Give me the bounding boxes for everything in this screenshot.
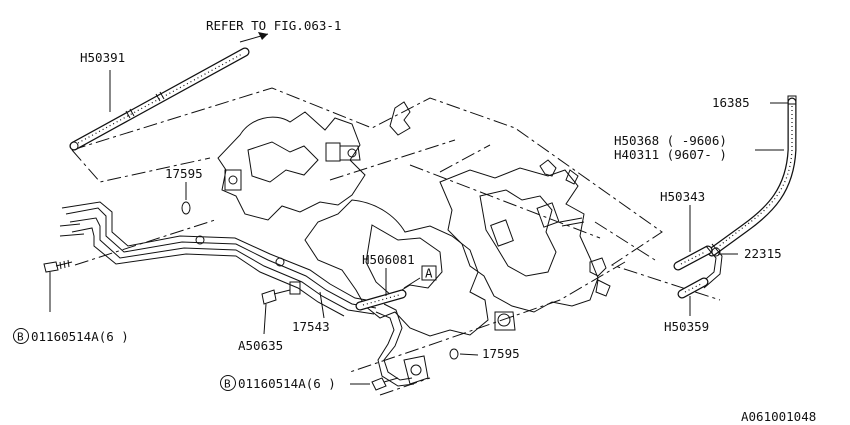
bolt-bottom [371,377,399,391]
joint-22315 [699,243,723,289]
label-01160514a-bottom: 01160514A(6 ) [238,376,336,391]
part-labels: REFER TO FIG.063-1 H50391 17595 16385 H5… [13,18,816,424]
circle-b-left-label: B [17,331,24,344]
figure-code: A061001048 [741,409,816,424]
label-01160514a-left: 01160514A(6 ) [31,329,129,344]
label-17595-top: 17595 [165,166,203,181]
fuel-pipe-17543 [59,201,429,387]
circle-b-bottom-label: B [224,378,231,391]
bolt-left [43,259,73,273]
label-h50343: H50343 [660,189,705,204]
label-box-a: A [425,266,433,281]
hose-h506081 [355,289,407,311]
engine-mount-brackets [224,142,585,331]
label-h50359: H50359 [664,319,709,334]
leader-lines [49,70,788,385]
refer-label: REFER TO FIG.063-1 [206,18,341,33]
grommet-a50635 [261,281,301,305]
hose-h50368-h40311 [707,95,797,257]
circle-b-left [13,328,29,344]
hose-h50359 [677,277,709,299]
label-h50391: H50391 [80,50,125,65]
label-17595-bottom: 17595 [482,346,520,361]
label-h506081: H506081 [362,252,415,267]
label-22315: 22315 [744,246,782,261]
clip-17595-bottom [449,348,459,360]
hose-h50343 [673,245,713,271]
label-a50635: A50635 [238,338,283,353]
box-a [421,265,437,281]
circle-b-bottom [220,375,236,391]
label-16385: 16385 [712,95,750,110]
label-h40311: H40311 (9607- ) [614,147,727,162]
hose-h50391 [69,47,250,151]
label-17543: 17543 [292,319,330,334]
clip-17595-top [181,201,191,215]
label-h50368: H50368 ( -9606) [614,133,727,148]
refer-arrow [239,32,269,43]
engine-body [217,101,611,337]
